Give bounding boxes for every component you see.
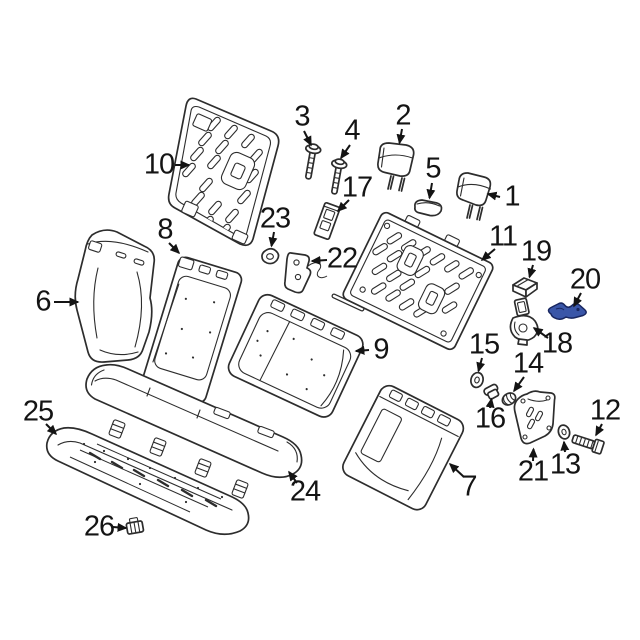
part-9-seat-back-cushion <box>227 293 364 418</box>
part-4-screw <box>330 158 348 195</box>
callout-1[interactable]: 1 <box>504 180 520 213</box>
callout-14[interactable]: 14 <box>512 347 544 380</box>
part-23-clip <box>261 247 280 265</box>
part-3-screw <box>304 143 322 180</box>
callout-4[interactable]: 4 <box>344 114 360 147</box>
callout-3[interactable]: 3 <box>294 100 310 133</box>
callout-10[interactable]: 10 <box>143 148 175 181</box>
part-21-hinge-bracket <box>513 390 556 445</box>
callout-25[interactable]: 25 <box>22 395 54 428</box>
callout-13[interactable]: 13 <box>549 448 581 481</box>
part-16-clip <box>483 383 500 400</box>
callout-9[interactable]: 9 <box>373 333 389 366</box>
part-19-latch-cover <box>512 277 538 298</box>
callout-24[interactable]: 24 <box>289 475 321 508</box>
part-26-clip <box>125 517 145 535</box>
part-25-cushion-pad <box>45 419 250 536</box>
part-12-bolt <box>571 434 605 455</box>
callout-16[interactable]: 16 <box>474 402 506 435</box>
part-14-grommet <box>501 392 517 406</box>
leader-lines <box>45 128 605 532</box>
callout-17[interactable]: 17 <box>341 171 373 204</box>
part-7-seat-back-cushion <box>342 384 465 511</box>
part-5-bezel <box>414 199 443 217</box>
callout-5[interactable]: 5 <box>425 152 441 185</box>
callout-6[interactable]: 6 <box>35 285 51 318</box>
callout-22[interactable]: 22 <box>326 242 358 275</box>
part-10-seat-back-panel <box>167 97 280 247</box>
callout-11[interactable]: 11 <box>488 220 518 253</box>
callout-18[interactable]: 18 <box>541 327 573 360</box>
part-2-headrest <box>377 142 415 192</box>
highlighted-part-shape <box>547 302 587 321</box>
part-17-striker <box>313 202 341 240</box>
callout-23[interactable]: 23 <box>259 202 291 235</box>
part-1-headrest <box>456 172 492 221</box>
callout-12[interactable]: 12 <box>589 394 621 427</box>
part-22-bracket <box>283 252 328 294</box>
part-13-washer <box>557 424 571 440</box>
part-24-seat-cushion <box>85 363 303 479</box>
callout-20[interactable]: 20 <box>569 263 601 296</box>
part-20-highlighted-bracket <box>547 302 587 321</box>
part-18-latch <box>509 297 539 346</box>
callout-15[interactable]: 15 <box>468 328 500 361</box>
callout-26[interactable]: 26 <box>83 510 115 543</box>
part-11-seat-back-frame <box>331 211 494 351</box>
part-6-side-cushion <box>74 229 156 363</box>
callout-19[interactable]: 19 <box>520 235 552 268</box>
part-15-grommet <box>470 371 484 389</box>
callout-8[interactable]: 8 <box>157 213 173 246</box>
callout-21[interactable]: 21 <box>517 455 549 488</box>
callout-7[interactable]: 7 <box>461 470 477 503</box>
callout-2[interactable]: 2 <box>395 99 411 132</box>
